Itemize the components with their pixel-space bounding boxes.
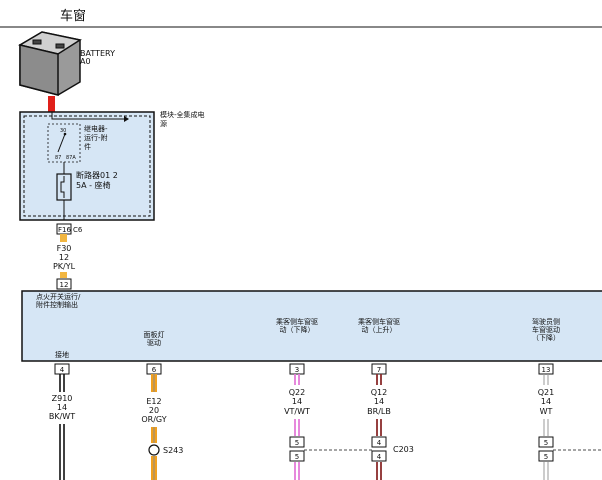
breaker-label-2: 5A - 座椅: [76, 180, 111, 190]
module-arrow: [51, 112, 124, 120]
control-module-label-1: 点火开关运行/: [36, 292, 81, 301]
breaker-element: [60, 176, 65, 198]
relay-pin-87: 87: [55, 155, 61, 161]
func-driver-down-1: 驾驶员侧: [532, 317, 560, 326]
c203-pass-up-bottom-label: 4: [377, 453, 382, 461]
c203-label: C203: [393, 445, 414, 454]
power-module-box: [19, 111, 155, 221]
func-driver-down-2: 车窗驱动: [532, 325, 560, 334]
pin-panel-label: 6: [152, 366, 157, 374]
power-module-label-2: 源: [160, 119, 167, 128]
pin-pass-down-box: [289, 363, 305, 375]
power-module-inner: [23, 115, 151, 217]
wire-pass-down-gauge: 14: [292, 397, 302, 406]
wire-driver-down-color: WT: [540, 407, 553, 416]
pin-12-label: 12: [60, 281, 69, 289]
relay-label-3: 件: [84, 142, 91, 151]
wire-ground-color: BK/WT: [49, 412, 75, 421]
relay-label-2: 运行-附: [84, 133, 108, 142]
wire-f30-color: PK/YL: [53, 262, 76, 271]
battery-code: A0: [80, 57, 91, 66]
wire-pass-down-id: Q22: [289, 388, 305, 397]
pin-12-box: [56, 278, 72, 290]
pin-driver-down-box: [538, 363, 554, 375]
battery-cable: [48, 96, 55, 112]
wire-panel-id: E12: [146, 397, 161, 406]
c203-pass-down-bottom-box: [289, 450, 305, 462]
battery-name: BATTERY: [80, 49, 115, 58]
wire-ground-id: Z910: [52, 394, 73, 403]
page-title: 车窗: [60, 8, 86, 24]
func-pass-up-1: 乘客侧车窗驱: [358, 317, 400, 326]
wire-panel-lower: [151, 427, 157, 480]
wire-pass-down-lower: [294, 419, 300, 480]
wire-ground-upper: [59, 374, 65, 392]
control-module-label-2: 附件控制输出: [36, 300, 78, 309]
wire-pass-up-upper: [376, 374, 382, 385]
c203-pass-down-top-label: 5: [295, 439, 299, 447]
battery-icon: [18, 31, 82, 96]
c203-driver-down-top-label: 5: [544, 439, 548, 447]
pin-ground-box: [54, 363, 70, 375]
splice-icon: [148, 444, 160, 456]
pin-driver-down-label: 13: [542, 366, 551, 374]
pin-pass-down-label: 3: [295, 366, 299, 374]
wire-driver-down-gauge: 14: [541, 397, 551, 406]
func-pass-down-2: 动（下降）: [280, 325, 315, 334]
c203-pass-down-top-box: [289, 436, 305, 448]
pin-pass-up-label: 7: [377, 366, 381, 374]
func-pass-up-2: 动（上升）: [362, 325, 397, 334]
wire-pass-up-lower: [376, 419, 382, 480]
c203-driver-down-top-box: [538, 436, 554, 448]
c203-driver-down-bottom-label: 5: [544, 453, 548, 461]
pin-pass-up-box: [371, 363, 387, 375]
func-panel-1: 面板灯: [144, 330, 165, 339]
connector-c6-label: C6: [73, 226, 83, 234]
wire-pass-up-id: Q12: [371, 388, 387, 397]
func-pass-down-1: 乘客侧车窗驱: [276, 317, 318, 326]
wire-f30-gauge: 12: [59, 253, 69, 262]
c203-pass-down-bottom-label: 5: [295, 453, 299, 461]
breaker-label-1: 断路器01 2: [76, 170, 118, 180]
pin-ground-label: 4: [60, 366, 65, 374]
power-module-label-1: 模块-全集成电: [160, 110, 205, 119]
wire-f30-bottom: [60, 272, 67, 278]
wire-pass-down-upper: [294, 374, 300, 385]
wire-ground-lower: [59, 424, 65, 480]
wire-ground-gauge: 14: [57, 403, 67, 412]
wire-pass-up-gauge: 14: [374, 397, 384, 406]
arrow-head-icon: [124, 116, 129, 122]
wire-driver-down-id: Q21: [538, 388, 554, 397]
relay-label-1: 继电器-: [84, 124, 108, 133]
relay-pin-87a: 87A: [66, 155, 76, 161]
c203-pass-up-top-label: 4: [377, 439, 382, 447]
splice-label: S243: [163, 446, 183, 455]
func-panel-2: 驱动: [147, 338, 161, 347]
connector-f16-label: F16: [58, 226, 71, 234]
wire-f30-id: F30: [57, 244, 72, 253]
ground-label: 接地: [55, 350, 69, 359]
wire-panel-gauge: 20: [149, 406, 159, 415]
wire-panel-upper: [151, 374, 157, 392]
c203-driver-down-bottom-box: [538, 450, 554, 462]
relay-contact: [63, 132, 67, 136]
c203-pass-up-bottom-box: [371, 450, 387, 462]
c203-pass-up-top-box: [371, 436, 387, 448]
wire-panel-color: OR/GY: [141, 415, 166, 424]
relay-pin-30: 30: [60, 128, 66, 134]
wire-f30-top: [60, 234, 67, 242]
control-module-box: [21, 290, 602, 362]
relay-switch: [57, 133, 66, 153]
wire-driver-down-upper: [543, 374, 549, 385]
wire-pass-up-color: BR/LB: [367, 407, 391, 416]
func-driver-down-3: （下降）: [532, 333, 560, 342]
wire-driver-down-lower: [543, 419, 549, 480]
wire-pass-down-color: VT/WT: [284, 407, 310, 416]
